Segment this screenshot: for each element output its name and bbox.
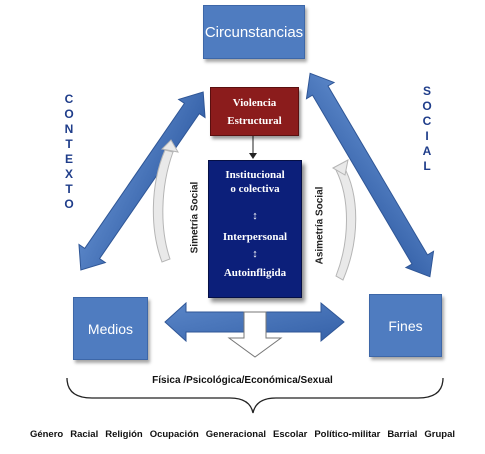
category-item: Político-militar — [314, 429, 381, 440]
right-diagonal-arrow — [305, 72, 435, 278]
social-letter: S — [422, 84, 431, 98]
medios-node: Medios — [73, 297, 148, 360]
violencia-line2: Estructural — [227, 114, 282, 127]
category-item: Ocupación — [149, 429, 199, 440]
type-institucional-line1: Institucional — [225, 169, 285, 181]
fines-label: Fines — [388, 317, 423, 334]
left-curved-arrow — [152, 139, 179, 263]
category-item: Escolar — [273, 429, 308, 440]
category-item: Racial — [70, 429, 99, 440]
category-item: Género — [29, 429, 64, 440]
connector-arrow — [249, 135, 257, 159]
fines-node: Fines — [369, 294, 442, 357]
violencia-line1: Violencia — [232, 96, 277, 109]
type-autoinfligida: Autoinfligida — [223, 267, 287, 279]
contexto-letter: C — [64, 92, 74, 106]
social-letter: A — [422, 144, 432, 158]
category-item: Grupal — [424, 429, 456, 440]
circunstancias-node: Circunstancias — [203, 5, 305, 59]
contexto-letter: T — [65, 182, 73, 196]
asimetria-social-label: Asimetría Social — [314, 186, 326, 265]
violence-types-box: Institucional o colectiva ↕ Interpersona… — [208, 160, 302, 298]
type-interpersonal: Interpersonal — [222, 231, 288, 243]
contexto-letter: E — [64, 152, 73, 166]
contexto-vertical-text: C O N T E X T O — [63, 92, 75, 212]
social-letter: I — [425, 129, 429, 143]
updown-arrow-icon: ↕ — [252, 248, 258, 260]
contexto-letter: X — [64, 167, 73, 181]
contexto-letter: N — [64, 122, 74, 136]
right-curved-arrow — [331, 159, 357, 281]
violence-nature-label: Física /Psicológica/Económica/Sexual — [152, 375, 333, 386]
contexto-letter: T — [65, 137, 73, 151]
circunstancias-label: Circunstancias — [204, 23, 304, 41]
violencia-estructural-box: Violencia Estructural — [210, 87, 299, 136]
categories-row: Género Racial Religión Ocupación Generac… — [0, 429, 485, 440]
type-institucional-line2: o colectiva — [230, 183, 280, 195]
category-item: Barrial — [387, 429, 418, 440]
category-item: Generacional — [205, 429, 266, 440]
contexto-letter: O — [64, 197, 74, 211]
category-item: Religión — [105, 429, 143, 440]
bottom-curly-brace — [66, 377, 444, 414]
updown-arrow-icon: ↕ — [252, 210, 258, 222]
social-letter: O — [422, 99, 432, 113]
social-vertical-text: S O C I A L — [421, 84, 433, 174]
simetria-social-label: Simetría Social — [189, 181, 201, 254]
left-diagonal-arrow — [78, 91, 206, 271]
down-block-arrow — [227, 311, 283, 358]
medios-label: Medios — [87, 320, 134, 337]
social-letter: C — [422, 114, 432, 128]
contexto-letter: O — [64, 107, 74, 121]
social-letter: L — [423, 159, 431, 173]
